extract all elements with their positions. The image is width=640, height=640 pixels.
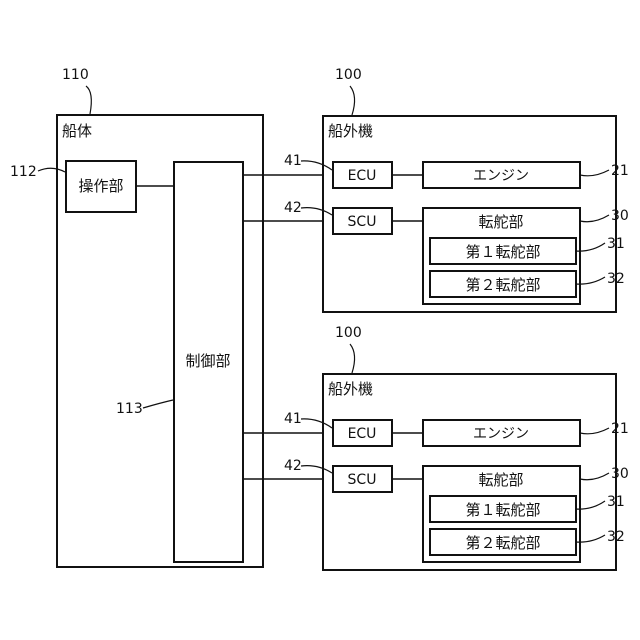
outboard-motor-2: 船外機 100 ECU 41 SCU 42 エンジン 21 転舵部 30 第１転… xyxy=(284,325,629,570)
control-unit-label: 制御部 xyxy=(185,352,230,370)
outboard-ref: 100 xyxy=(335,325,362,341)
steering-2-ref: 32 xyxy=(607,271,625,287)
scu-ref: 42 xyxy=(284,458,302,474)
engine-ref: 21 xyxy=(611,163,629,179)
steering-1-ref: 31 xyxy=(607,236,625,252)
hull-leader xyxy=(86,86,91,114)
hull-label: 船体 xyxy=(62,122,92,140)
outboard-motor-1: 船外機 100 ECU 41 SCU 42 エンジン 21 転舵部 30 第１転… xyxy=(284,67,629,312)
engine-label: エンジン xyxy=(473,426,529,442)
outboard-leader xyxy=(350,86,355,115)
steering-label: 転舵部 xyxy=(478,471,523,489)
scu-label: SCU xyxy=(348,214,377,230)
outboard-ref: 100 xyxy=(335,67,362,83)
steering-2-ref: 32 xyxy=(607,529,625,545)
steering-1-ref: 31 xyxy=(607,494,625,510)
steering-ref: 30 xyxy=(611,466,629,482)
ecu-ref: 41 xyxy=(284,411,302,427)
operation-unit-ref: 112 xyxy=(10,164,37,180)
engine-label: エンジン xyxy=(473,168,529,184)
outboard-leader xyxy=(350,344,355,373)
scu-ref: 42 xyxy=(284,200,302,216)
steering-1-label: 第１転舵部 xyxy=(465,243,540,261)
hull-ref: 110 xyxy=(62,67,89,83)
outboard-label: 船外機 xyxy=(328,122,373,140)
steering-2-label: 第２転舵部 xyxy=(465,534,540,552)
operation-unit-label: 操作部 xyxy=(78,177,123,195)
engine-ref: 21 xyxy=(611,421,629,437)
steering-1-label: 第１転舵部 xyxy=(465,501,540,519)
ecu-label: ECU xyxy=(348,168,377,184)
steering-label: 転舵部 xyxy=(478,213,523,231)
ecu-label: ECU xyxy=(348,426,377,442)
outboard-label: 船外機 xyxy=(328,380,373,398)
steering-ref: 30 xyxy=(611,208,629,224)
steering-2-label: 第２転舵部 xyxy=(465,276,540,294)
ecu-ref: 41 xyxy=(284,153,302,169)
control-unit-ref: 113 xyxy=(116,401,143,417)
scu-label: SCU xyxy=(348,472,377,488)
